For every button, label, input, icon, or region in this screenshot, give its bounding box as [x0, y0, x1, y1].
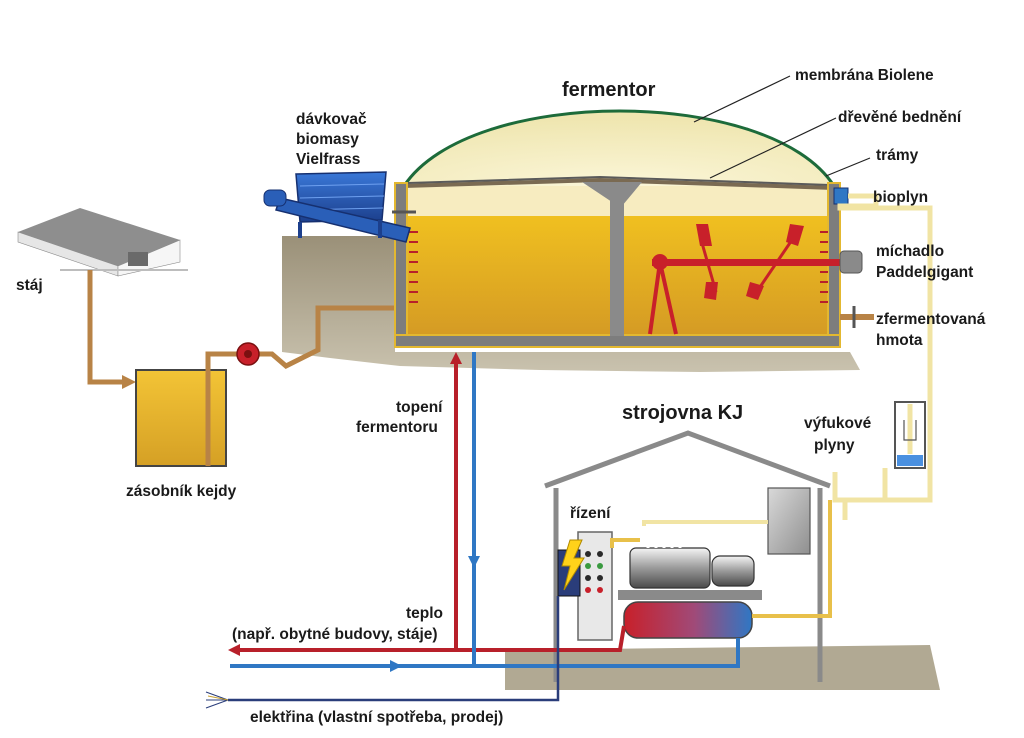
ground-mound — [282, 236, 860, 372]
label-fermentor: fermentor — [562, 79, 656, 101]
label-exhaust-2: plyny — [814, 437, 855, 454]
label-digestate-2: hmota — [876, 332, 923, 349]
exhaust-pipe — [832, 468, 888, 503]
electricity-line — [205, 596, 560, 709]
label-agitator-2: Paddelgigant — [876, 264, 974, 281]
label-heat-2: (např. obytné budovy, stáje) — [232, 626, 438, 643]
label-electricity: elektřina (vlastní spotřeba, prodej) — [250, 709, 504, 726]
water-heat-exchanger — [623, 500, 832, 639]
barn — [17, 208, 188, 277]
label-exhaust-1: výfukové — [804, 415, 872, 432]
label-beams: trámy — [876, 147, 919, 164]
fermentor-tank — [394, 175, 841, 348]
condensate-trap — [894, 401, 926, 469]
digestate-outlet — [840, 306, 874, 328]
exhaust-heat-exchanger — [767, 487, 811, 555]
label-slurry-tank: zásobník kejdy — [126, 483, 237, 500]
label-heating-2: fermentoru — [356, 419, 438, 436]
label-biogas: bioplyn — [873, 189, 929, 206]
label-engine-room: strojovna KJ — [622, 402, 744, 424]
label-control: řízení — [570, 505, 611, 522]
label-wooden-cover: dřevěné bednění — [838, 109, 962, 126]
label-membrane: membrána Biolene — [795, 67, 934, 84]
control-cabinet — [557, 531, 613, 641]
chp-engine — [610, 520, 768, 600]
label-barn: stáj — [16, 277, 43, 294]
agitator-paddelgigant — [648, 224, 863, 335]
slurry-storage-tank — [135, 351, 238, 467]
leader-lines — [693, 75, 871, 179]
label-heating-1: topení — [396, 399, 443, 416]
label-feeder-2: biomasy — [296, 131, 359, 148]
label-feeder-1: dávkovač — [296, 111, 367, 128]
gas-dome — [402, 109, 836, 187]
label-digestate-1: zfermentovaná — [876, 311, 986, 328]
slurry-pump — [236, 305, 408, 369]
biomass-feeder — [263, 171, 416, 243]
heating-flow-pipe — [228, 352, 626, 656]
slurry-pipe-barn — [87, 270, 136, 389]
label-feeder-3: Vielfrass — [296, 151, 361, 168]
label-heat-1: teplo — [406, 605, 444, 622]
heating-return-pipe — [230, 352, 740, 672]
label-agitator-1: míchadlo — [876, 243, 945, 260]
